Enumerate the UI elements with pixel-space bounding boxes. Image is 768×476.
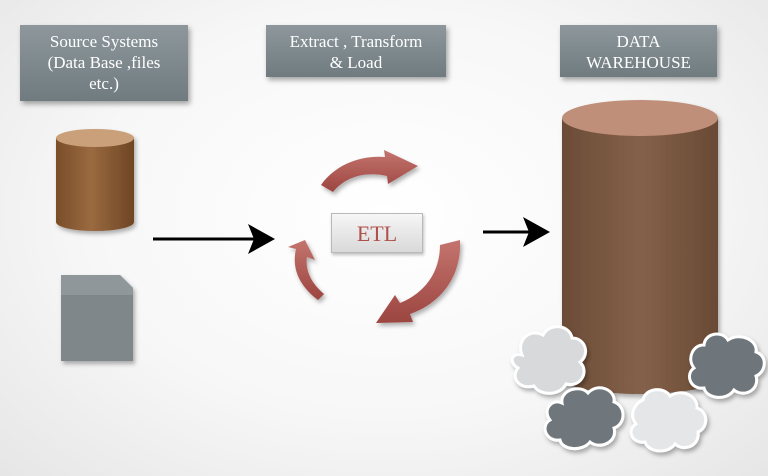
file-icon	[61, 275, 133, 361]
etl-center-label: ETL	[331, 213, 423, 253]
data-warehouse-label: DATA WAREHOUSE	[560, 25, 717, 77]
cloud-icon	[629, 388, 708, 453]
source-systems-line-2: (Data Base ,files	[47, 53, 161, 72]
etl-title-line-2: & Load	[329, 53, 383, 72]
database-icon	[56, 129, 134, 231]
data-warehouse-line-1: DATA	[616, 32, 661, 51]
cloud-icon	[688, 332, 766, 399]
etl-title-label: Extract , Transform & Load	[266, 25, 446, 77]
cloud-icon	[543, 386, 625, 450]
cloud-icon	[510, 325, 588, 395]
warehouse-cylinder-icon	[562, 100, 718, 394]
cycle-arrow-icon	[288, 150, 461, 323]
source-systems-line-1: Source Systems	[49, 32, 159, 51]
etl-title-line-1: Extract , Transform	[289, 32, 423, 51]
data-warehouse-line-2: WAREHOUSE	[586, 53, 691, 72]
source-systems-label: Source Systems (Data Base ,files etc.)	[20, 25, 188, 101]
source-systems-line-3: etc.)	[89, 74, 119, 93]
